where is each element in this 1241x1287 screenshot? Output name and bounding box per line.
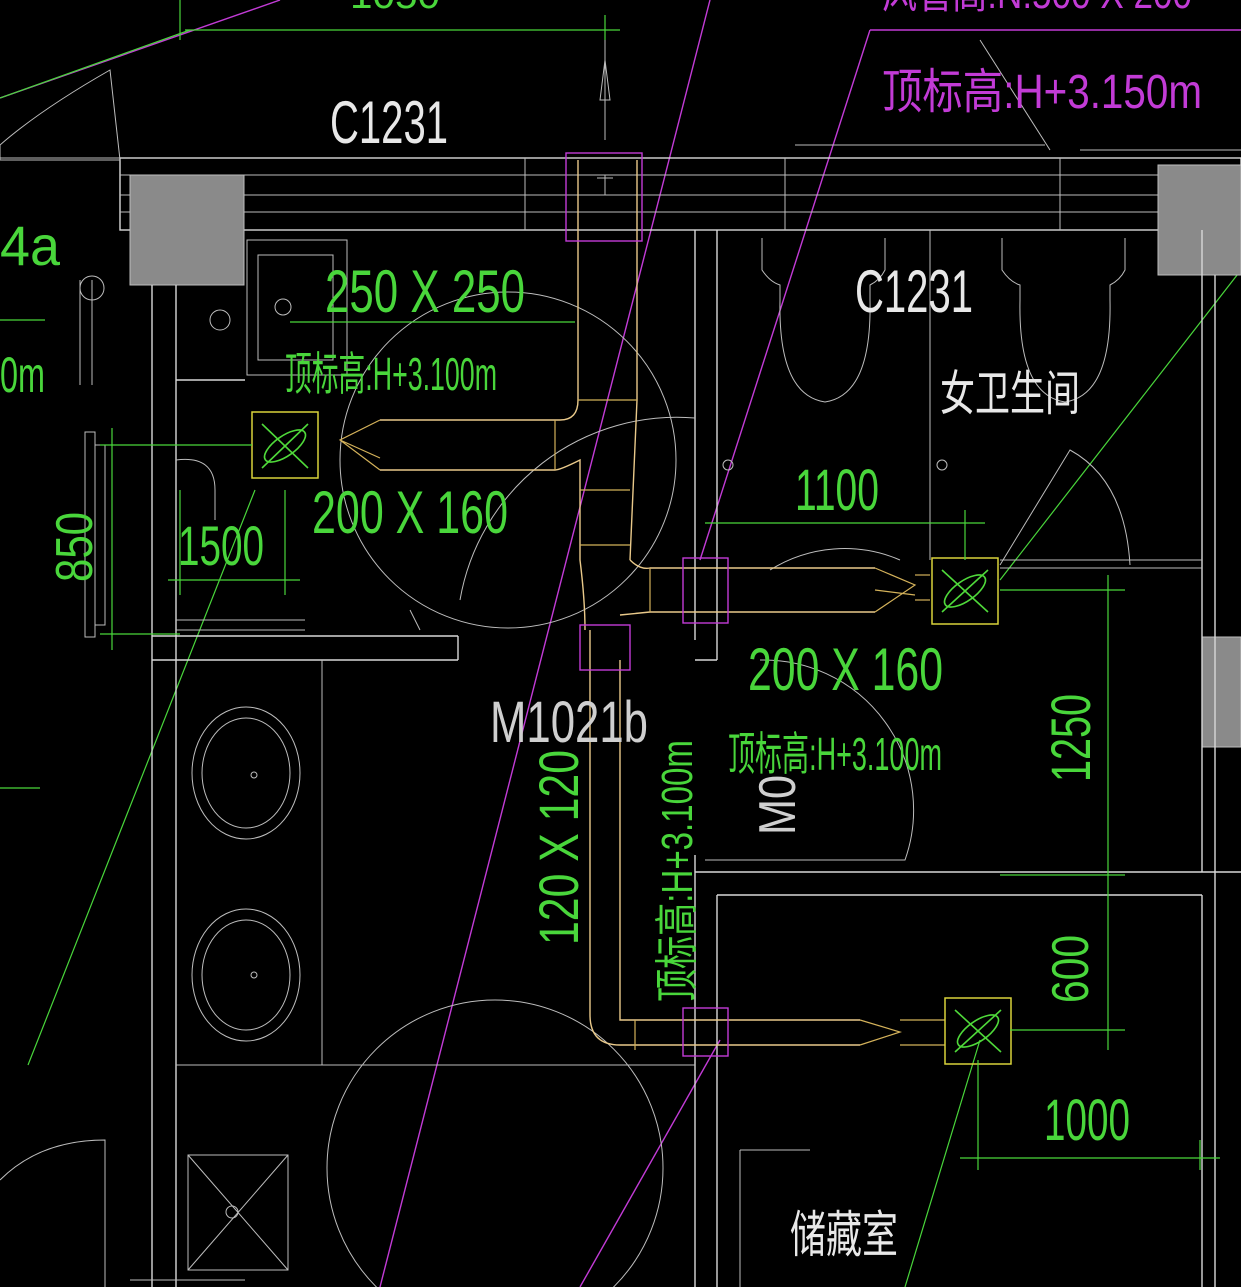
left-partial-m: 0m	[0, 347, 45, 403]
exhaust-fan-1	[251, 411, 319, 479]
ducts	[338, 160, 945, 1050]
window-strip	[0, 39, 1241, 231]
toilet-1	[761, 238, 886, 403]
top-magenta-partial: 风管高:N.500 X 200	[882, 0, 1192, 17]
dimension-lines	[100, 0, 1220, 1170]
room-female-wc: 女卫生间	[940, 368, 1080, 421]
walls	[130, 230, 1241, 1287]
dim-1000: 1000	[1044, 1088, 1130, 1153]
dim-1500: 1500	[178, 514, 264, 577]
duct-right-size: 200 X 160	[748, 636, 943, 703]
duct-top-elevation: 顶标高:H+3.100m	[285, 348, 497, 400]
dim-1250: 1250	[1039, 694, 1102, 782]
duct-right-elevation: 顶标高:H+3.100m	[728, 728, 942, 780]
toilet-2	[1001, 238, 1126, 403]
wall-sleeves	[565, 152, 729, 1057]
sink-2	[191, 908, 301, 1042]
duct-vert-size: 120 X 120	[527, 750, 590, 945]
duct-vert-elevation: 顶标高:H+3.100m	[653, 740, 702, 1002]
structural-columns	[129, 164, 1241, 748]
top-magenta-elevation: 顶标高:H+3.150m	[882, 66, 1202, 119]
duct-left-size: 200 X 160	[312, 479, 508, 546]
dim-850: 850	[46, 512, 104, 582]
fixtures	[0, 69, 1131, 1287]
exhaust-fan-2	[931, 557, 999, 625]
top-dimension-partial: 1050	[350, 0, 440, 17]
window-label-left: C1231	[330, 89, 448, 156]
sink-1	[191, 706, 301, 840]
door-label-right: M0	[749, 775, 807, 835]
exhaust-fan-3	[944, 997, 1012, 1065]
column-left	[129, 174, 245, 286]
room-storage: 储藏室	[790, 1207, 898, 1263]
window-label-right: C1231	[855, 258, 973, 325]
column-right-lower	[1201, 636, 1241, 748]
text-labels: C1231 C1231 顶标高:H+3.150m 风管高:N.500 X 200…	[0, 0, 1202, 1263]
duct-top-size: 250 X 250	[325, 258, 525, 325]
column-right	[1157, 164, 1241, 276]
left-partial-a: 4a	[0, 214, 61, 277]
dim-600: 600	[1042, 935, 1100, 1003]
dim-1100: 1100	[795, 458, 879, 523]
door-label-mid: M1021b	[490, 690, 648, 755]
